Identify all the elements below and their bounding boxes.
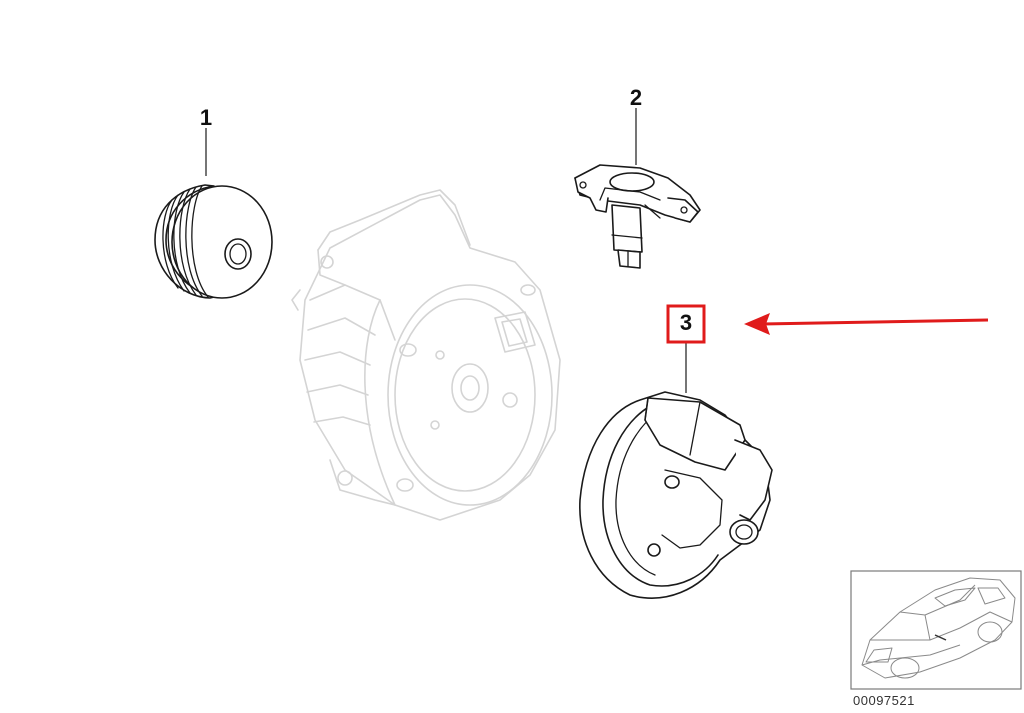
red-arrow-icon [744,313,989,335]
highlight-box [666,304,706,344]
vehicle-thumbnail [850,570,1022,690]
reference-code: 00097521 [853,693,915,708]
pulley-part[interactable] [154,184,273,299]
callout-label-2: 2 [630,85,642,110]
alternator-housing-ghost [291,189,561,521]
callout-label-1: 1 [200,105,212,130]
callout-label-3: 3 [680,310,692,335]
car-sketch-icon [861,577,1016,679]
voltage-regulator-part[interactable] [574,164,701,269]
rear-cover-part[interactable] [579,391,773,599]
